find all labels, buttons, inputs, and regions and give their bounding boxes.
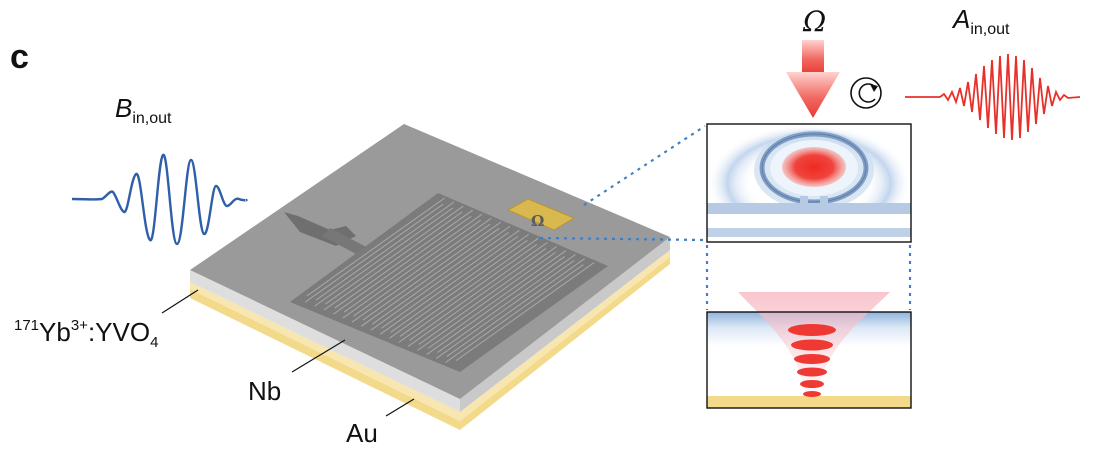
capacitor-finger (343, 213, 483, 313)
omega-drive-arrow (786, 40, 840, 118)
microwave-wave-packet (71, 153, 248, 246)
capacitor-finger (418, 245, 558, 345)
capacitor-finger (381, 229, 520, 329)
capacitor-finger (370, 231, 510, 331)
leader-lines (161, 289, 415, 417)
capacitor-finger (409, 241, 548, 341)
b-field-subscript: in,out (132, 110, 172, 127)
crystal-host-subscript: 4 (150, 334, 159, 351)
b-field-symbol: B (115, 93, 133, 123)
crystal-label: 171Yb3+:YVO4 (14, 318, 158, 350)
capacitor-finger (361, 227, 500, 327)
niobium-capacitor[interactable] (290, 193, 608, 372)
niobium-label: Nb (248, 376, 282, 406)
optical-pulse[interactable] (905, 53, 1081, 141)
capacitor-finger (342, 219, 482, 319)
gold-label: Au (346, 418, 378, 448)
crystal-right-face (460, 237, 670, 412)
capacitor-finger (351, 223, 491, 323)
crystal-mass: 171 (14, 317, 40, 334)
capacitor-finger (435, 260, 575, 359)
capacitor-finger (446, 258, 586, 357)
capacitor-finger (389, 239, 528, 339)
capacitor-finger (305, 203, 444, 303)
capacitor-finger (333, 215, 472, 315)
capacitor-finger (334, 209, 474, 309)
resonator-omega-glyph: Ω (531, 212, 544, 230)
resonator-pad[interactable]: Ω (506, 198, 576, 231)
capacitor-finger (379, 235, 519, 335)
capacitor-finger (445, 264, 584, 364)
a-field-subscript: in,out (970, 21, 1010, 38)
capacitor-finger (306, 197, 445, 297)
capacitor-finger (390, 233, 530, 333)
capacitor-finger (398, 243, 538, 343)
circular-polarization-icon (850, 77, 882, 109)
capacitor-finger (362, 221, 502, 321)
gold-layer (190, 250, 670, 430)
resonator-inset (706, 123, 912, 243)
capacitor-finger (325, 205, 464, 305)
optical-mode-spot (782, 147, 846, 187)
a-field-symbol: A (953, 4, 971, 34)
capacitor-finger (399, 237, 539, 337)
capacitor-finger (437, 254, 576, 353)
zoom-lines (539, 125, 912, 310)
crystal-ion: Yb (39, 317, 71, 347)
capacitor-finger (315, 201, 455, 301)
standing-wave-lobes (788, 324, 836, 397)
crystal-front-face (190, 270, 460, 412)
crystal-charge: 3+ (70, 317, 88, 334)
capacitor-finger (353, 217, 492, 317)
a-field-label: Ain,out (953, 6, 1009, 38)
crystal-host: :YVO (87, 317, 151, 347)
capacitor-finger (417, 252, 556, 351)
panel-label: c (10, 38, 29, 76)
capacitor-finger (407, 247, 547, 347)
capacitor-finger (323, 211, 463, 311)
capacitor-finger (314, 207, 453, 307)
capacitor-finger (371, 225, 511, 325)
b-field-label: Bin,out (115, 95, 171, 127)
capacitor-finger (426, 256, 566, 355)
cross-section-inset (706, 292, 912, 409)
capacitor-finger (427, 250, 567, 349)
omega-label: Ω (803, 5, 827, 38)
capacitor-finger (455, 262, 595, 362)
